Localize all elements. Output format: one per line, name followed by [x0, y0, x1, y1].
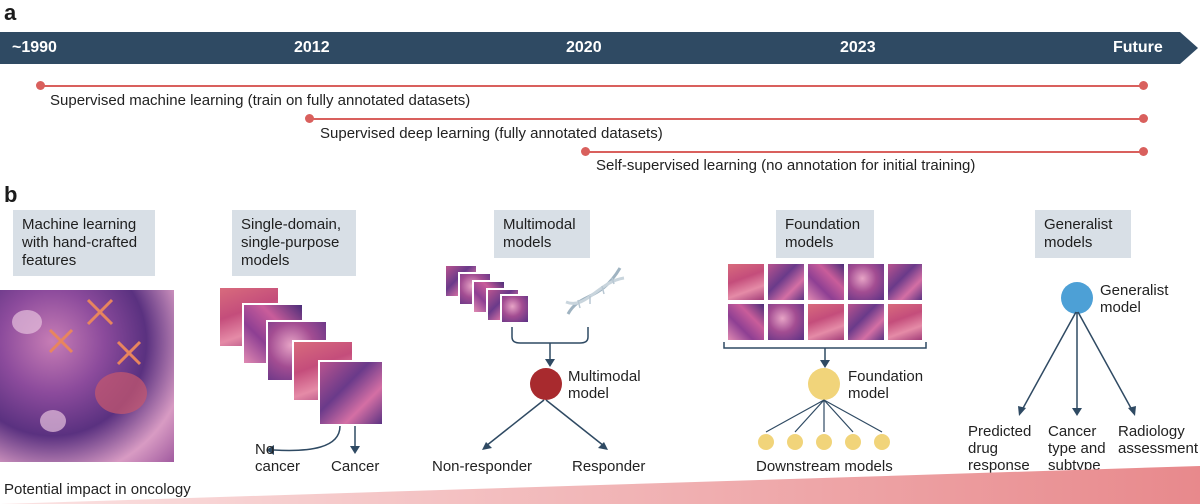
downstream-model-node	[816, 434, 832, 450]
era-label-supervised-dl: Supervised deep learning (fully annotate…	[320, 125, 663, 142]
era-label-self-supervised: Self-supervised learning (no annotation …	[596, 157, 976, 174]
foundation-model-label: Foundation model	[848, 368, 924, 402]
foundation-input-bracket	[723, 342, 927, 368]
stage-title-foundation: Foundation models	[776, 210, 874, 258]
generalist-model-label: Generalist model	[1100, 282, 1169, 316]
stage-title-single-domain: Single-domain, single-purpose models	[232, 210, 356, 276]
era-line-supervised-ml	[40, 85, 1144, 87]
stage-title-ml: Machine learning with hand-crafted featu…	[13, 210, 155, 276]
era-label-supervised-ml: Supervised machine learning (train on fu…	[50, 92, 471, 109]
stage-title-generalist: Generalist models	[1035, 210, 1131, 258]
output-downstream-models: Downstream models	[756, 458, 893, 475]
downstream-model-node	[874, 434, 890, 450]
handcrafted-feature-marks	[48, 298, 142, 366]
year-future: Future	[1113, 39, 1163, 56]
downstream-model-node	[787, 434, 803, 450]
single-domain-arrows	[266, 425, 360, 455]
dna-icon	[565, 267, 625, 315]
generalist-output-arrows	[1018, 311, 1136, 416]
histology-image	[0, 290, 174, 462]
era-end-dot	[1139, 81, 1148, 90]
downstream-model-node	[845, 434, 861, 450]
output-radiology-assessment: Radiology assessment	[1118, 423, 1199, 457]
panel-b-letter: b	[4, 182, 18, 207]
impact-label: Potential impact in oncology	[4, 481, 191, 498]
multimodal-model-node	[530, 368, 562, 400]
panel-a-letter: a	[4, 0, 17, 25]
foundation-model-node	[808, 368, 840, 400]
output-cancer: Cancer	[331, 458, 380, 475]
foundation-output-arrows	[765, 399, 883, 433]
output-no-cancer: No cancer	[255, 441, 301, 475]
downstream-model-node	[758, 434, 774, 450]
year-2020: 2020	[566, 39, 602, 56]
timeline-arrow	[0, 32, 1198, 64]
stage-title-multimodal: Multimodal models	[494, 210, 590, 258]
output-predicted-drug-response: Predicted drug response	[968, 423, 1032, 474]
era-line-self-supervised	[585, 151, 1144, 153]
year-2023: 2023	[840, 39, 876, 56]
generalist-model-node	[1061, 282, 1093, 314]
multimodal-merge-arrow	[511, 327, 589, 367]
slide-grid	[726, 262, 924, 342]
output-responder: Responder	[572, 458, 646, 475]
output-non-responder: Non-responder	[432, 458, 533, 475]
year-1990: ~1990	[12, 39, 57, 56]
multimodal-model-label: Multimodal model	[568, 368, 641, 402]
era-line-supervised-dl	[309, 118, 1144, 120]
impact-wedge	[0, 466, 1200, 504]
era-end-dot	[1139, 114, 1148, 123]
multimodal-output-arrows	[482, 399, 608, 450]
slide-tile	[500, 294, 530, 324]
era-end-dot	[1139, 147, 1148, 156]
slide-tile	[318, 360, 384, 426]
year-2012: 2012	[294, 39, 330, 56]
feature-cross-icon	[48, 298, 142, 366]
